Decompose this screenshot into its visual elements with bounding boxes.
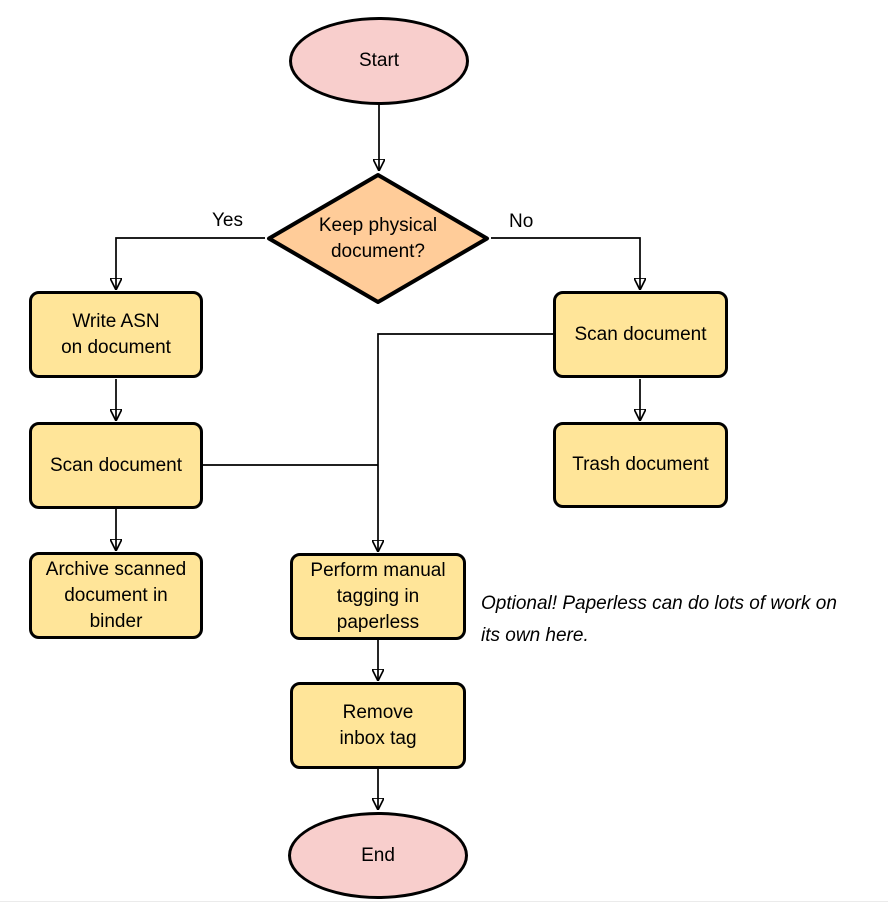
node-scan-document-right: Scan document	[553, 291, 728, 378]
node-scan-left-label: Scan document	[49, 454, 183, 476]
node-perform-manual-tagging: Perform manual tagging in paperless	[290, 553, 466, 640]
node-decision-label: Keep physical document?	[318, 214, 438, 262]
node-write-asn-label: Write ASN on document	[61, 310, 171, 358]
diamond-shape	[267, 173, 489, 304]
node-end-label: End	[361, 844, 395, 866]
optional-note-text: Optional! Paperless can do lots of work …	[481, 593, 837, 646]
node-trash-document: Trash document	[553, 422, 728, 508]
node-remove-inbox-tag: Remove inbox tag	[290, 682, 466, 769]
node-archive-label: Archive scanned document in binder	[45, 558, 187, 632]
edge-decision-yes-to-write-asn	[116, 237, 265, 289]
node-archive-scanned-document: Archive scanned document in binder	[29, 552, 203, 639]
node-start-label: Start	[358, 50, 400, 71]
node-end: End	[288, 812, 468, 899]
edge-scan-right-to-tagging	[378, 333, 553, 551]
node-write-asn-on-document: Write ASN on document	[29, 291, 203, 378]
node-scan-document-left: Scan document	[29, 422, 203, 509]
node-decision-keep-physical-document: Keep physical document?	[265, 172, 491, 305]
node-remove-inbox-label: Remove inbox tag	[339, 701, 417, 749]
edge-decision-no-to-scan-right	[491, 237, 640, 289]
node-start: Start	[289, 17, 469, 105]
node-scan-right-label: Scan document	[574, 323, 707, 345]
page-bottom-divider	[0, 901, 888, 902]
edge-label-yes: Yes	[210, 210, 245, 232]
edge-label-no: No	[507, 211, 536, 233]
node-tagging-label: Perform manual tagging in paperless	[310, 559, 446, 633]
node-trash-label: Trash document	[572, 454, 709, 475]
